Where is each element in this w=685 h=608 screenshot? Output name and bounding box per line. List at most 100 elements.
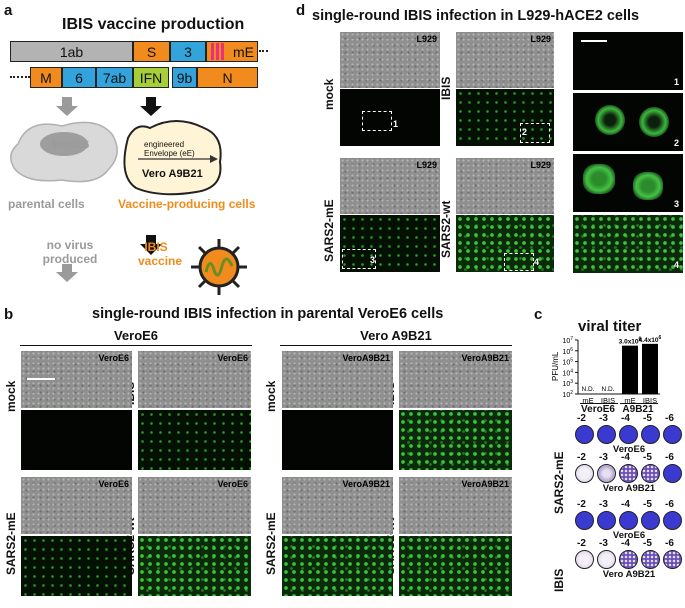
zoom-panel-4: 4 [573,215,683,273]
bar-value-label: 4.4x106 [639,335,662,344]
micrograph-bf-veroe6-mock: VeroE6 [21,351,132,408]
micrograph-fl-veroe6-sars2-me [21,536,132,596]
gene-6: 6 [62,67,96,88]
plaque-well [641,464,660,483]
dilution-label: -5 [643,452,652,463]
plaque-well [597,550,616,569]
plaque-well [597,464,616,483]
plaque-well [619,511,638,530]
micrograph-fl-sars2-wt: 4 [456,215,554,272]
y-axis-label: PFU/mL [551,351,560,381]
group-label-veroe6: VeroE6 [113,328,159,343]
plaque-well [663,425,682,444]
gene-m: M [30,67,62,88]
scale-bar [27,378,55,380]
micrograph-fl-mock: 1 [340,89,440,146]
black-arrow-down-2 [140,235,162,255]
plaque-well [641,425,660,444]
dilution-label: -6 [665,499,674,510]
plaque-well [597,425,616,444]
x-tick-label: mE [582,396,593,405]
dilution-label: -3 [599,452,608,463]
gene-me: mE [206,41,258,62]
vero-a9b21-cell-label: Vero A9B21 [142,168,203,180]
micrograph-fl-veroe6-sars2-wt [138,536,251,596]
dilution-label: -4 [621,452,630,463]
gene-n: N [197,67,258,88]
plaque-well [663,511,682,530]
group-underline-left [20,345,252,346]
titer-bar-chart: 102103104105106107PFU/mLN.D.mEN.D.IBIS3.… [551,335,662,405]
panel-a-label: a [4,2,13,19]
dilution-label: -5 [643,538,652,549]
nd-label: N.D. [602,386,615,393]
plate-cell-label: VeroE6 [612,530,646,541]
panel-c-label: c [534,306,543,323]
a9b21-cell-shape [123,120,222,196]
micrograph-bf-mock: L929 [340,32,440,88]
genome-continuation [259,50,268,52]
dilution-label: -5 [643,499,652,510]
micrograph-bf-veroe6-sars2-wt: VeroE6 [138,477,251,534]
micrograph-fl-veroe6-ibis [138,410,251,470]
dilution-label: -2 [577,413,586,424]
row-label-sars2-me-right: SARS2-mE [264,512,278,575]
micrograph-fl-sars2-me: 3 [340,215,440,272]
nucleus-shape [40,132,88,156]
virion-icon [191,239,247,295]
row-label-sars2-me: SARS2-mE [322,199,336,262]
x-tick-label: mE [624,396,635,405]
y-tick-label: 105 [562,358,573,367]
plaque-well [597,511,616,530]
panel-b-title: single-round IBIS infection in parental … [92,306,444,322]
plaque-well [575,464,594,483]
panel-d-title: single-round IBIS infection in L929-hACE… [312,8,640,24]
y-tick-label: 104 [562,368,573,377]
dilution-label: -4 [621,413,630,424]
dilution-label: -6 [665,452,674,463]
gray-arrow-down [56,97,78,116]
plaque-well [575,550,594,569]
plaque-well [619,550,638,569]
group-label-a9b21: A9B21 [622,404,654,415]
micrograph-bf-sars2-me: L929 [340,158,440,214]
plaque-well [641,550,660,569]
plate-cell-label: Vero A9B21 [602,569,656,580]
micrograph-bf-a9b21-ibis: VeroA9B21 [399,351,512,408]
micrograph-fl-a9b21-ibis [399,410,512,470]
micrograph-bf-a9b21-sars2-wt: VeroA9B21 [399,477,512,534]
dilution-label: -3 [599,413,608,424]
gene-9b: 9b [172,67,197,88]
vaccine-producing-caption: Vaccine-producing cells [118,197,256,211]
dilution-label: -3 [599,499,608,510]
plaque-well [575,511,594,530]
plaque-well [663,464,682,483]
panel-d-label: d [296,2,306,19]
plaque-well [663,550,682,569]
plaque-well [619,425,638,444]
mutation-mark [211,43,214,60]
row-label-sars2-wt: SARS2-wt [439,200,453,258]
gene-7ab: 7ab [96,67,133,88]
dilution-label: -4 [621,499,630,510]
x-tick-label: IBIS [643,396,657,405]
micrograph-fl-veroe6-mock [21,410,132,470]
micrograph-bf-a9b21-mock: VeroA9B21 [282,351,393,408]
genome-continuation [10,76,30,78]
y-tick-label: 103 [562,379,573,388]
panel-c-title: viral titer [578,318,642,335]
micrograph-bf-sars2-wt: L929 [456,158,554,214]
group-label-veroe6: VeroE6 [581,404,615,415]
bar [622,345,638,394]
parental-cells-caption: parental cells [8,197,85,211]
veroe6-cell-label: VeroE6 [52,139,90,151]
dilution-label: -5 [643,413,652,424]
group-underline-a9b21 [620,403,658,404]
black-arrow-down [140,97,162,116]
micrograph-fl-a9b21-sars2-wt [399,536,512,596]
gene-me-label: mE [233,43,254,60]
dilution-label: -3 [599,538,608,549]
zoom-panel-2: 2 [573,93,683,151]
